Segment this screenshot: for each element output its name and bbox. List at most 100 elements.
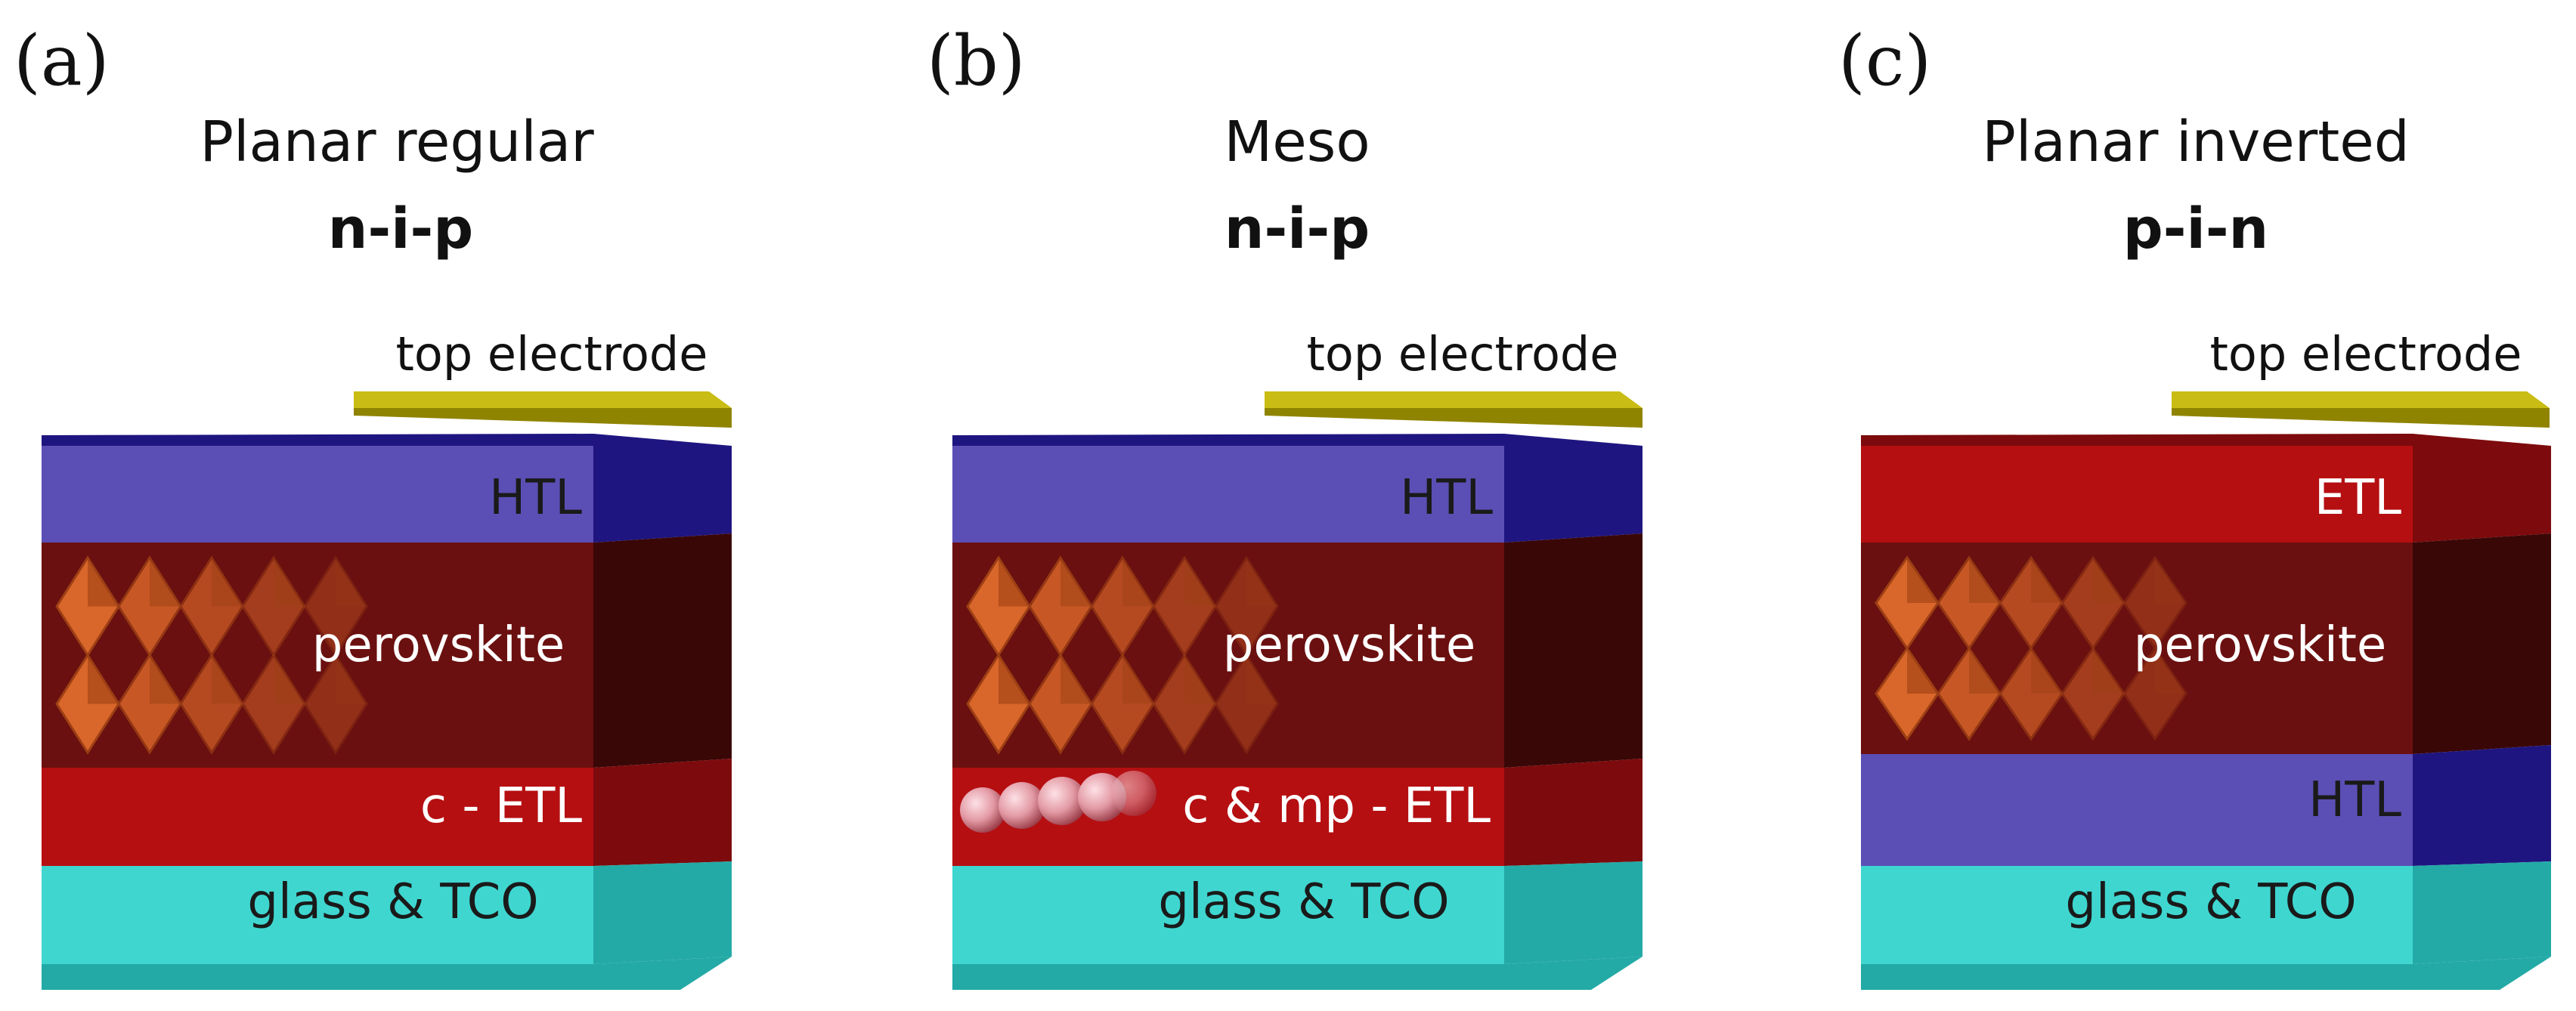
layer-label: HTL: [1400, 470, 1493, 526]
layer-front: [1861, 754, 2413, 866]
layer-side: [593, 533, 732, 768]
top-electrode-front: [354, 408, 732, 428]
mesoporous-particles: [960, 771, 1156, 833]
octahedron-shade: [1122, 558, 1153, 607]
layer-front: [42, 446, 593, 543]
layer-top: [952, 434, 1504, 446]
layer-front: [42, 866, 593, 964]
octahedron: [1999, 646, 2064, 741]
panel-c: (c) Planar inverted p-i-n top electrode …: [1838, 20, 2551, 990]
panel-a-electrode-label: top electrode: [396, 326, 708, 382]
panel-c-label: (c): [1838, 20, 1931, 101]
layer-front: [952, 446, 1504, 543]
layer-label: glass & TCO: [2065, 874, 2356, 930]
top-electrode: [1265, 391, 1643, 408]
layer-bottom: [42, 957, 732, 990]
layer-side: [2413, 434, 2551, 543]
octahedron: [2122, 646, 2187, 741]
panel-b-title: Meso: [1224, 110, 1370, 175]
top-electrode: [2172, 391, 2550, 408]
panel-c-title: Planar inverted: [1982, 110, 2409, 175]
layer-perovskite: perovskite: [1861, 533, 2551, 754]
octahedron-shade: [1907, 648, 1938, 694]
layer-side: [2413, 745, 2551, 866]
layer-side: [593, 861, 732, 964]
layer-label: c - ETL: [420, 778, 583, 834]
panel-b-stack: HTL perovskite c & mp - ETL: [952, 391, 1643, 990]
octahedron-shade: [274, 558, 305, 607]
layer-front: [1861, 543, 2413, 754]
octahedron: [1214, 653, 1279, 755]
layer-bottom: [952, 957, 1643, 990]
top-electrode-front: [1265, 408, 1643, 428]
panel-c-stack: ETL perovskite HTL glass & TCO: [1861, 391, 2551, 990]
top-electrode: [354, 391, 732, 408]
layer-label: glass & TCO: [247, 874, 538, 930]
octahedron-shade: [336, 655, 367, 704]
particle: [960, 787, 1005, 833]
perovskite-crystal-art: [966, 555, 1279, 755]
layer-label: perovskite: [312, 617, 565, 673]
octahedron-shade: [2093, 558, 2124, 603]
layer-front: [42, 768, 593, 866]
perovskite-crystal-art: [1875, 555, 2187, 741]
panel-b-electrode-label: top electrode: [1307, 326, 1619, 382]
layer-side: [1504, 533, 1643, 768]
layer-front: [42, 543, 593, 768]
layer-side: [593, 434, 732, 543]
octahedron-shade: [212, 655, 243, 704]
octahedron: [1152, 653, 1217, 755]
layer-label: HTL: [489, 470, 582, 526]
octahedron-shade: [274, 655, 305, 704]
layer-glass-tco: glass & TCO: [952, 861, 1643, 990]
octahedron-shade: [1246, 558, 1277, 607]
layer-front: [1861, 446, 2413, 543]
octahedron-shade: [2093, 648, 2124, 694]
particle: [1111, 771, 1156, 816]
octahedron-shade: [212, 558, 243, 607]
layer-label: HTL: [2308, 772, 2401, 828]
octahedron-shade: [88, 558, 119, 607]
octahedron-shade: [999, 655, 1029, 704]
octahedron: [241, 653, 306, 755]
layer-side: [1504, 861, 1643, 964]
panel-a-title: Planar regular: [200, 110, 594, 175]
layer-side: [593, 759, 732, 866]
octahedron-shade: [2155, 648, 2186, 694]
layer-glass-tco: glass & TCO: [42, 861, 732, 990]
layer-label: ETL: [2314, 470, 2402, 526]
layer-top: [1861, 434, 2413, 446]
particle: [999, 782, 1045, 829]
layer-front: [1861, 866, 2413, 964]
octahedron-shade: [88, 655, 119, 704]
octahedron-shade: [150, 558, 181, 607]
octahedron-shade: [150, 655, 181, 704]
octahedron: [303, 555, 368, 657]
layer-label: glass & TCO: [1158, 874, 1449, 930]
layer-side: [1504, 759, 1643, 866]
layer-htl: HTL: [952, 434, 1643, 543]
octahedron-shade: [1184, 655, 1215, 704]
octahedron-shade: [1969, 648, 2000, 694]
octahedron-shade: [1907, 558, 1938, 603]
panel-a-label: (a): [14, 20, 110, 101]
octahedron-shade: [1122, 655, 1153, 704]
layer-etl: c - ETL: [42, 759, 732, 866]
layer-etl: ETL: [1861, 434, 2551, 543]
layer-bottom: [1861, 957, 2551, 990]
layer-etl: c & mp - ETL: [952, 759, 1643, 866]
octahedron-shade: [1060, 655, 1091, 704]
layer-htl: HTL: [1861, 745, 2551, 866]
panel-b-label: (b): [927, 20, 1026, 101]
layer-htl: HTL: [42, 434, 732, 543]
layer-side: [2413, 533, 2551, 754]
octahedron: [2060, 646, 2126, 741]
octahedron-shade: [1060, 558, 1091, 607]
octahedron-shade: [2031, 648, 2062, 694]
layer-side: [1504, 434, 1643, 543]
panel-b-subtitle: n-i-p: [1225, 196, 1370, 261]
panel-c-electrode-label: top electrode: [2210, 326, 2522, 382]
layer-top: [42, 434, 593, 446]
layer-label: perovskite: [1223, 617, 1476, 673]
octahedron: [303, 653, 368, 755]
